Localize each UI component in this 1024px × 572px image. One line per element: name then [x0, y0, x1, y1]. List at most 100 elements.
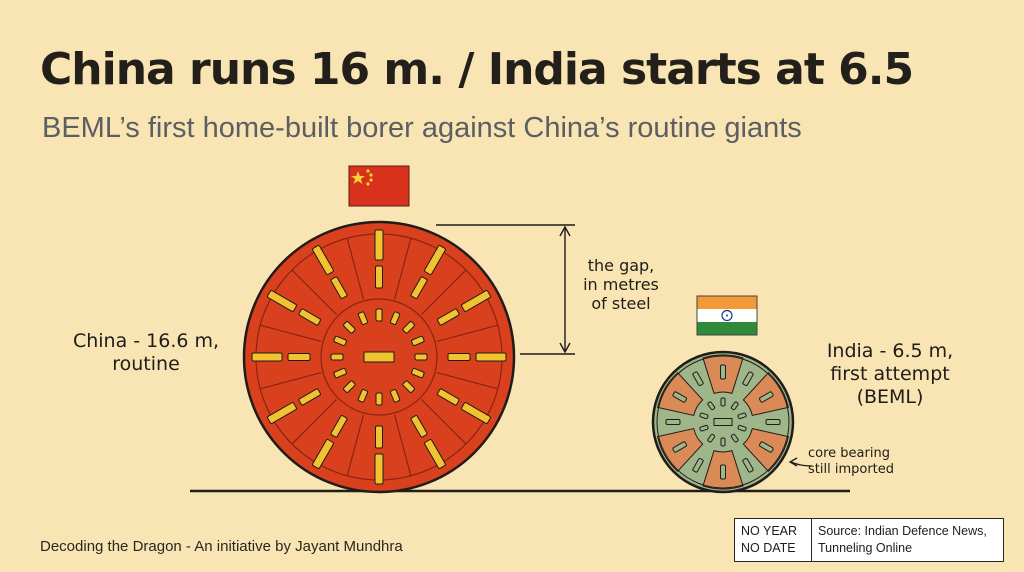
india-cutter-slot — [759, 391, 774, 403]
china-label-line: routine — [112, 352, 180, 375]
china-cutter-slot — [447, 353, 471, 361]
india-hub — [713, 418, 733, 426]
china-cutter-slot — [410, 276, 428, 299]
china-center-cutter — [389, 389, 401, 403]
china-cutter-slot — [312, 439, 334, 469]
source-line: Source: Indian Defence News, — [818, 524, 987, 538]
india-center-cutter — [720, 397, 726, 407]
china-cutter-slot — [461, 402, 491, 424]
china-cutter-slot — [251, 352, 283, 362]
date-cell: NO YEAR NO DATE — [735, 519, 812, 561]
india-cutter-slot — [742, 458, 754, 473]
china-spoke — [260, 324, 322, 343]
india-label-line: (BEML) — [856, 385, 924, 408]
page-subtitle: BEML’s first home-built borer against Ch… — [42, 112, 802, 144]
india-cutter-slot — [692, 458, 704, 473]
india-center-cutter — [707, 433, 716, 443]
china-cutter-slot — [312, 245, 334, 275]
china-spoke — [393, 238, 412, 300]
china-label: China - 16.6 m, routine — [66, 330, 226, 376]
china-cutter-slot — [298, 308, 321, 326]
gap-label: the gap, in metres of steel — [576, 256, 666, 314]
india-flag-icon — [696, 295, 758, 336]
china-spoke — [421, 269, 467, 315]
china-cutter-slot — [424, 245, 446, 275]
india-inner-ring — [656, 355, 790, 489]
core-label-line: core bearing — [808, 446, 890, 461]
footer-credit: Decoding the Dragon - An initiative by J… — [40, 538, 403, 555]
china-spoke — [346, 238, 365, 300]
china-spoke — [421, 399, 467, 445]
gap-dimension — [436, 224, 575, 355]
source-box: NO YEAR NO DATE Source: Indian Defence N… — [734, 518, 1004, 562]
china-spoke — [260, 371, 322, 390]
india-center-cutter — [720, 437, 726, 447]
china-cutter-slot — [330, 276, 348, 299]
china-center-cutter — [414, 353, 428, 361]
india-center-cutter — [699, 412, 709, 420]
china-cutter-slot — [461, 290, 491, 312]
gap-label-line: in metres — [583, 275, 659, 295]
core-arrow — [788, 457, 813, 467]
china-spoke — [436, 371, 498, 390]
date-line: NO DATE — [741, 540, 796, 555]
china-cutter-slot — [330, 415, 348, 438]
india-label-line: first attempt — [830, 362, 950, 385]
core-bearing-label: core bearing still imported — [808, 446, 918, 477]
india-center-cutter — [737, 412, 747, 420]
china-cutter-slot — [375, 265, 383, 289]
china-center-cutter — [333, 367, 347, 379]
china-flag-icon — [348, 165, 410, 207]
china-center-cutter — [330, 353, 344, 361]
gap-label-line: of steel — [591, 294, 651, 314]
china-cutter-slot — [267, 402, 297, 424]
india-label: India - 6.5 m, first attempt (BEML) — [800, 340, 980, 408]
china-center-cutter — [357, 389, 369, 403]
china-center-cutter — [375, 308, 383, 322]
china-cutterhead — [242, 220, 516, 494]
gap-label-line: the gap, — [587, 256, 655, 275]
china-center-cutter — [343, 380, 356, 393]
india-cutter-slot — [742, 371, 754, 386]
india-center-cutter — [730, 401, 739, 411]
china-center-cutter — [411, 335, 425, 347]
china-cutter-slot — [374, 453, 384, 485]
core-label-line: still imported — [808, 461, 895, 477]
source-line: Tunneling Online — [818, 540, 913, 555]
china-cutter-slot — [424, 439, 446, 469]
china-center-cutter — [343, 321, 356, 334]
india-cutter-slot — [672, 441, 687, 453]
china-cutter-slot — [437, 388, 460, 406]
china-cutter-slot — [267, 290, 297, 312]
page-title: China runs 16 m. / India starts at 6.5 — [40, 44, 914, 95]
india-cutter-slot — [692, 371, 704, 386]
china-center-cutter — [333, 335, 347, 347]
china-center-cutter — [402, 380, 415, 393]
china-cutter-slot — [374, 229, 384, 261]
date-line: NO YEAR — [741, 524, 798, 538]
india-cutter-slot — [672, 391, 687, 403]
india-cutter-slot — [665, 419, 681, 425]
china-cutter-slot — [375, 425, 383, 449]
china-center-cutter — [389, 311, 401, 325]
china-center-cutter — [357, 311, 369, 325]
china-label-line: China - 16.6 m, — [72, 330, 220, 352]
china-cutter-slot — [475, 352, 507, 362]
china-center-cutter — [402, 321, 415, 334]
china-cutter-slot — [437, 308, 460, 326]
india-cutterhead — [651, 350, 795, 494]
china-spoke — [291, 269, 337, 315]
china-cutter-slot — [298, 388, 321, 406]
india-cutter-slot — [720, 464, 726, 480]
india-label-line: India - 6.5 m, — [826, 340, 954, 362]
india-center-cutter — [699, 424, 709, 432]
india-center-cutter — [707, 401, 716, 411]
china-center-cutter — [375, 392, 383, 406]
china-hub — [363, 351, 395, 363]
china-center-cutter — [411, 367, 425, 379]
china-cutter-slot — [410, 415, 428, 438]
source-cell: Source: Indian Defence News, Tunneling O… — [812, 519, 993, 561]
china-cutter-slot — [287, 353, 311, 361]
india-center-cutter — [730, 433, 739, 443]
